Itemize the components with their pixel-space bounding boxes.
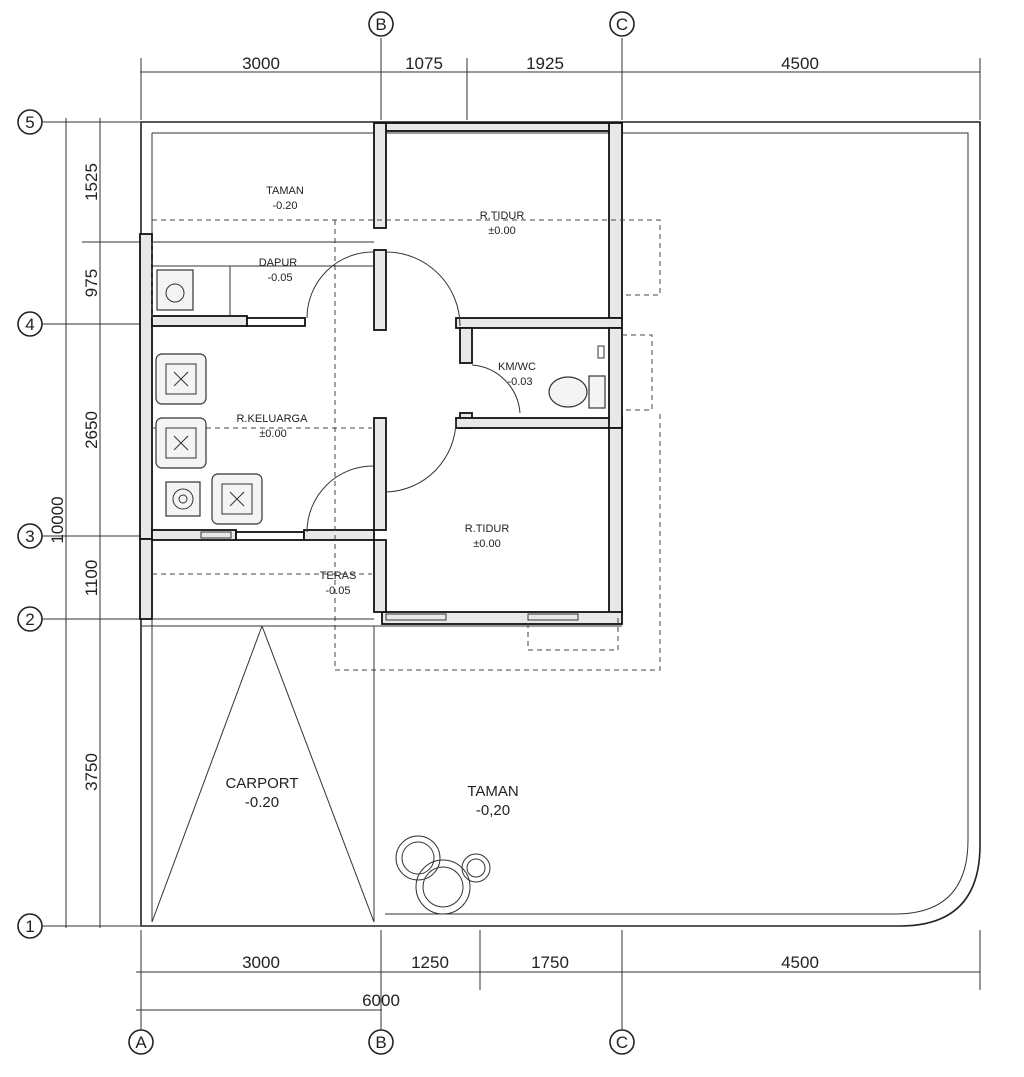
dim-top-4: 4500 bbox=[781, 54, 819, 73]
grid-bubble-2: 2 bbox=[17, 606, 43, 632]
svg-text:TAMAN: TAMAN bbox=[467, 783, 518, 800]
grid-bubble-c-top: C bbox=[609, 11, 635, 37]
room-label-kmwc: KM/WC -0.03 bbox=[498, 361, 536, 388]
stove-icon bbox=[165, 481, 201, 517]
sofa-chair-2 bbox=[155, 417, 207, 469]
svg-text:CARPORT: CARPORT bbox=[225, 775, 298, 792]
grid-bubble-b-top: B bbox=[368, 11, 394, 37]
svg-text:TERAS: TERAS bbox=[320, 570, 357, 582]
carport-outline bbox=[151, 625, 375, 923]
svg-text:5: 5 bbox=[25, 113, 34, 132]
sofa-chair-1 bbox=[155, 353, 207, 405]
dim-left-2: 975 bbox=[82, 269, 101, 297]
room-label-keluarga: R.KELUARGA ±0.00 bbox=[237, 413, 309, 440]
room-label-taman-top: TAMAN -0.20 bbox=[266, 185, 304, 212]
dim-bottom-2: 1250 bbox=[411, 953, 449, 972]
svg-text:A: A bbox=[135, 1033, 147, 1052]
windows bbox=[200, 531, 579, 621]
dimension-lines bbox=[42, 38, 981, 1030]
dim-left-1: 1525 bbox=[82, 163, 101, 201]
room-label-taman-big: TAMAN -0,20 bbox=[467, 783, 518, 819]
dim-top-3: 1925 bbox=[526, 54, 564, 73]
grid-bubble-a-bottom: A bbox=[128, 1029, 154, 1055]
grid-bubble-4: 4 bbox=[17, 311, 43, 337]
dim-bottom-4: 4500 bbox=[781, 953, 819, 972]
svg-text:B: B bbox=[375, 1033, 386, 1052]
svg-text:DAPUR: DAPUR bbox=[259, 257, 298, 269]
grid-bubble-c-bottom: C bbox=[609, 1029, 635, 1055]
interior-lines bbox=[141, 241, 622, 627]
svg-text:-0.03: -0.03 bbox=[507, 376, 532, 388]
svg-text:2: 2 bbox=[25, 610, 34, 629]
tree-icons bbox=[395, 835, 491, 915]
svg-text:±0.00: ±0.00 bbox=[473, 538, 500, 550]
dim-bottom-1: 3000 bbox=[242, 953, 280, 972]
dim-left-total: 10000 bbox=[48, 496, 67, 543]
svg-text:R.KELUARGA: R.KELUARGA bbox=[237, 413, 309, 425]
grid-bubble-5: 5 bbox=[17, 109, 43, 135]
kitchen-sink bbox=[156, 269, 194, 311]
door-swings bbox=[306, 251, 521, 533]
dim-left-4: 1100 bbox=[82, 560, 101, 597]
room-label-tidur-2: R.TIDUR ±0.00 bbox=[465, 523, 510, 550]
svg-text:C: C bbox=[616, 15, 628, 34]
sofa-chair-3 bbox=[211, 473, 263, 525]
svg-text:-0,20: -0,20 bbox=[476, 802, 510, 819]
svg-text:R.TIDUR: R.TIDUR bbox=[480, 210, 525, 222]
svg-text:C: C bbox=[616, 1033, 628, 1052]
svg-text:R.TIDUR: R.TIDUR bbox=[465, 523, 510, 535]
dim-left-5: 3750 bbox=[82, 753, 101, 791]
toilet-icon bbox=[548, 345, 606, 409]
dim-top-1: 3000 bbox=[242, 54, 280, 73]
grid-bubble-1: 1 bbox=[17, 913, 43, 939]
svg-text:-0.05: -0.05 bbox=[325, 585, 350, 597]
svg-text:-0.05: -0.05 bbox=[267, 272, 292, 284]
svg-text:B: B bbox=[375, 15, 386, 34]
svg-text:±0.00: ±0.00 bbox=[259, 428, 286, 440]
svg-text:4: 4 bbox=[25, 315, 34, 334]
room-label-carport: CARPORT -0.20 bbox=[225, 775, 298, 811]
room-label-dapur: DAPUR -0.05 bbox=[259, 257, 298, 284]
svg-text:1: 1 bbox=[25, 917, 34, 936]
room-label-teras: TERAS -0.05 bbox=[320, 570, 357, 597]
grid-bubble-3: 3 bbox=[17, 523, 43, 549]
dim-left-3: 2650 bbox=[82, 411, 101, 449]
grid-bubble-b-bottom: B bbox=[368, 1029, 394, 1055]
walls bbox=[139, 122, 623, 625]
dim-top-2: 1075 bbox=[405, 54, 443, 73]
room-label-tidur-1: R.TIDUR ±0.00 bbox=[480, 210, 525, 237]
svg-text:KM/WC: KM/WC bbox=[498, 361, 536, 373]
dim-bottom-total: 6000 bbox=[362, 991, 400, 1010]
svg-text:-0.20: -0.20 bbox=[245, 794, 279, 811]
dim-bottom-3: 1750 bbox=[531, 953, 569, 972]
svg-text:TAMAN: TAMAN bbox=[266, 185, 304, 197]
svg-text:±0.00: ±0.00 bbox=[488, 225, 515, 237]
svg-text:-0.20: -0.20 bbox=[272, 200, 297, 212]
roof-outline-dashed bbox=[151, 219, 661, 671]
svg-text:3: 3 bbox=[25, 527, 34, 546]
